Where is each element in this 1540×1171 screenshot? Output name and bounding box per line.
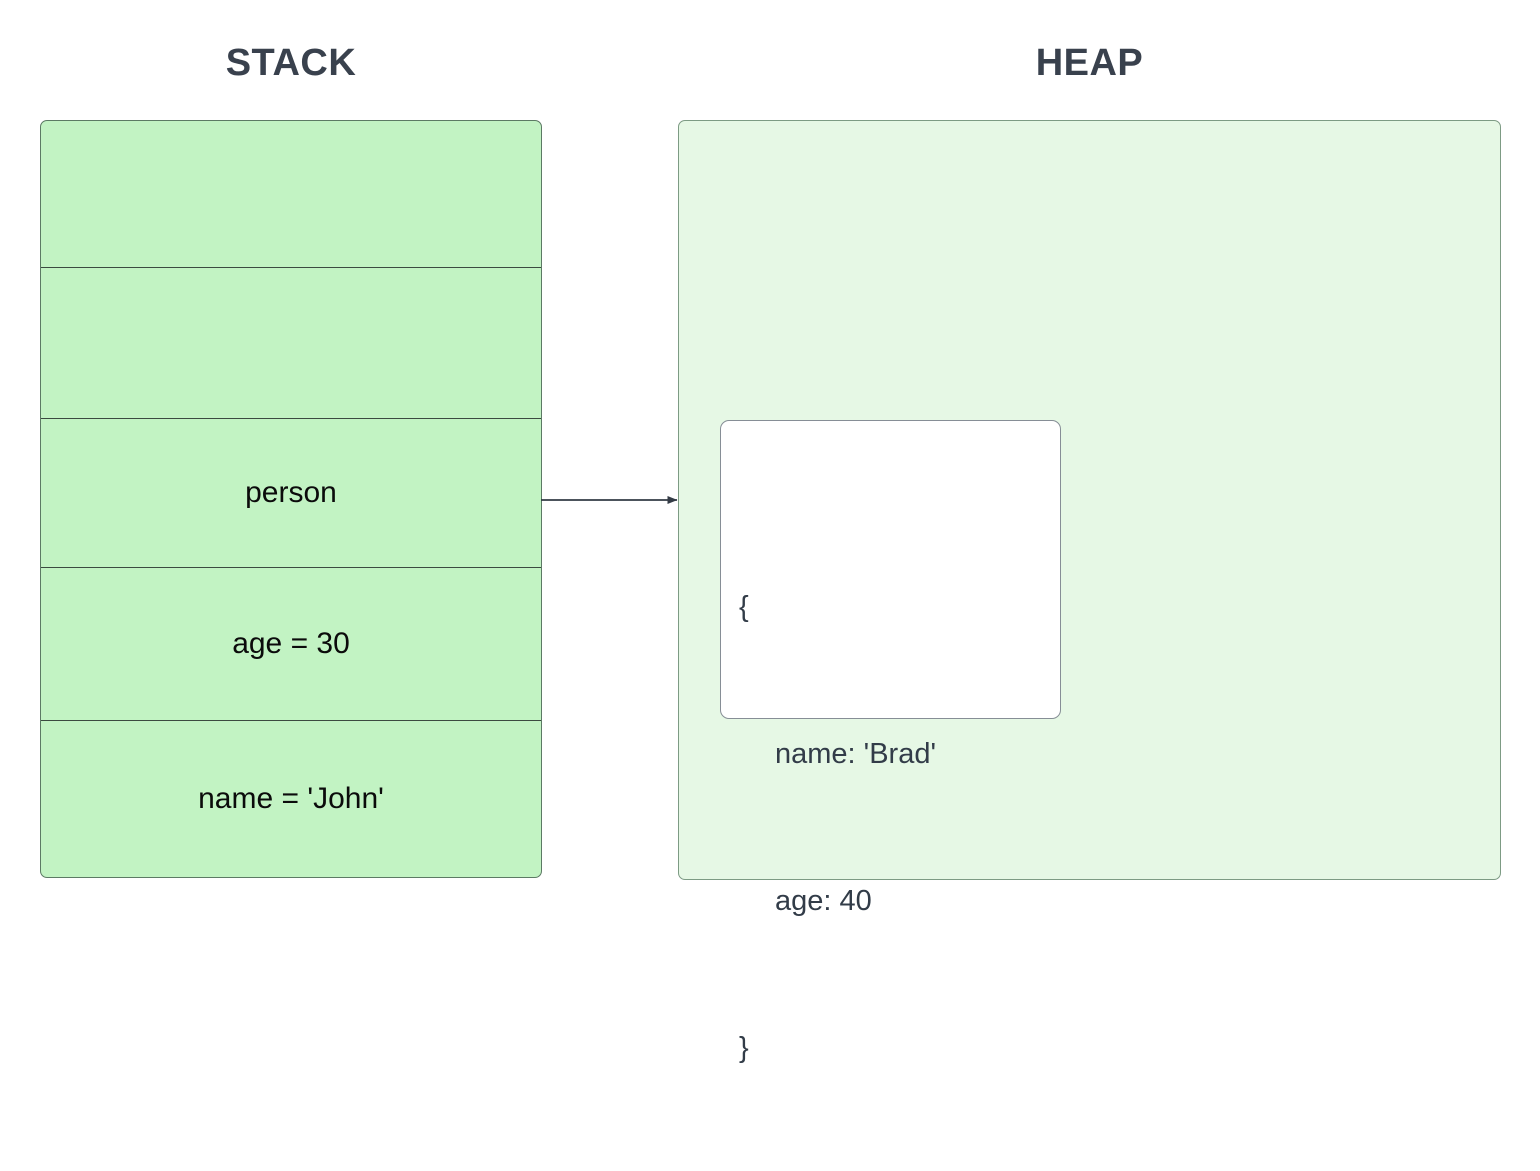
stack-cell-label: name = 'John' [198, 782, 384, 815]
code-line-name: name: 'Brad' [775, 738, 936, 770]
diagram-canvas: STACK HEAP person age = 30 name = 'John'… [40, 42, 1501, 1064]
stack-cell-person[interactable]: person [41, 419, 541, 568]
reference-arrow [541, 496, 678, 504]
stack-cell-empty-top[interactable] [41, 121, 541, 268]
stack-container: person age = 30 name = 'John' [40, 120, 542, 878]
stack-cell-empty-second[interactable] [41, 268, 541, 419]
code-line-age: age: 40 [775, 885, 872, 917]
stack-title: STACK [225, 42, 357, 84]
stack-cell-age[interactable]: age = 30 [41, 568, 541, 721]
heap-object-box[interactable]: { name: 'Brad' age: 40 } [720, 420, 1061, 1064]
heap-object-code: { name: 'Brad' age: 40 } [739, 485, 936, 1171]
stack-cell-label: person [245, 476, 337, 509]
stack-cell-name[interactable]: name = 'John' [41, 721, 541, 877]
code-line-close-brace: } [739, 1032, 749, 1064]
code-line-open-brace: { [739, 591, 749, 623]
stack-cell-label: age = 30 [232, 627, 350, 660]
heap-title: HEAP [1035, 42, 1144, 84]
